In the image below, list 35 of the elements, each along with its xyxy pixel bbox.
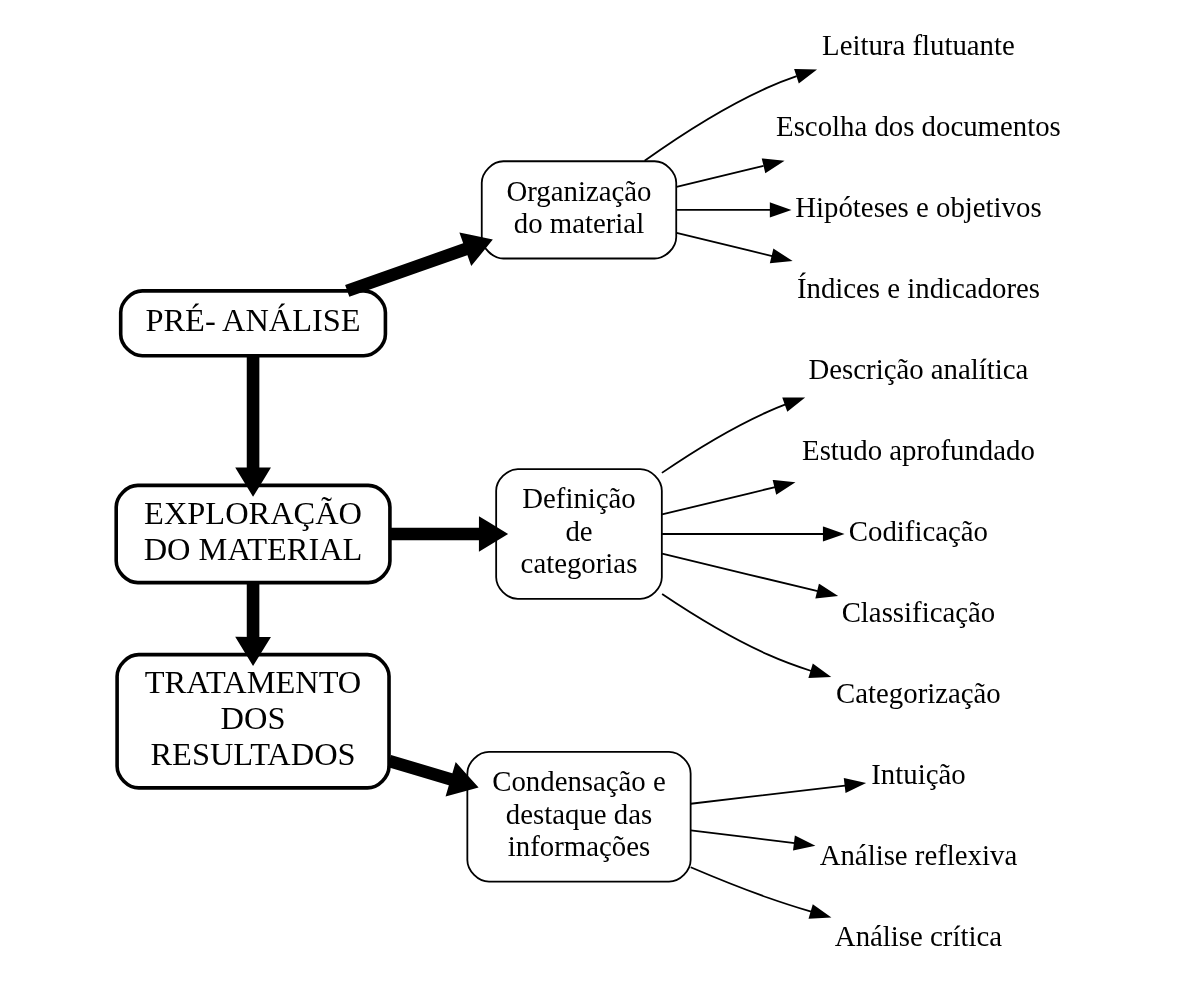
node-box: PRÉ- ANÁLISE: [118, 289, 387, 358]
arrow: [675, 202, 791, 218]
arrow: [675, 232, 793, 264]
arrow: [234, 356, 271, 497]
arrow: [234, 582, 271, 667]
node-text: Escolha dos documentos: [775, 109, 1061, 142]
node-text: Categorização: [835, 676, 1001, 709]
node-text: Hipóteses e objetivos: [794, 190, 1042, 223]
node-text: Estudo aprofundado: [801, 433, 1035, 466]
node-box: TRATAMENTO DOS RESULTADOS: [114, 652, 391, 790]
node-text: Codificação: [848, 514, 988, 547]
arrow: [660, 526, 845, 542]
arrow: [643, 69, 817, 162]
node-text: Índices e indicadores: [796, 271, 1040, 304]
node-text: Análise reflexiva: [819, 838, 1017, 871]
arrow: [386, 755, 479, 797]
node-box: EXPLORAÇÃO DO MATERIAL: [113, 483, 392, 585]
node-text: Intuição: [870, 757, 966, 790]
arrow: [344, 232, 493, 297]
arrow: [689, 778, 866, 805]
arrow: [689, 829, 815, 851]
arrow: [660, 397, 805, 474]
arrow: [675, 158, 785, 188]
node-box: Condensação e destaque das informações: [465, 751, 692, 883]
arrow: [660, 593, 831, 678]
node-box: Organização do material: [480, 160, 677, 260]
arrow: [660, 479, 795, 516]
node-text: Classificação: [841, 595, 995, 628]
arrow: [689, 866, 831, 919]
node-text: Leitura flutuante: [821, 28, 1015, 61]
node-text: Análise crítica: [834, 920, 1002, 953]
node-text: Descrição analítica: [808, 352, 1028, 385]
node-box: Definição de categorias: [494, 468, 663, 600]
arrow: [389, 516, 508, 552]
arrow: [660, 552, 838, 599]
